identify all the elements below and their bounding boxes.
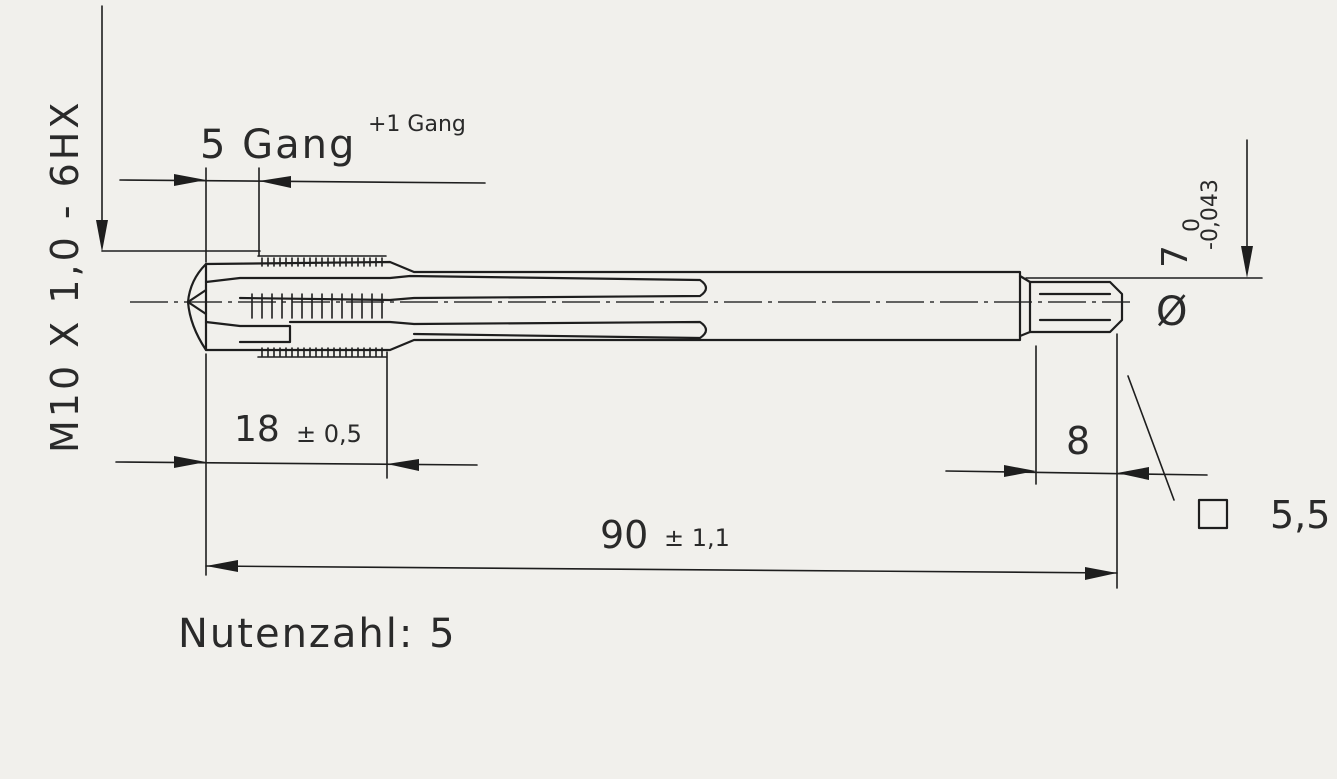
square-leader: [1127, 375, 1175, 501]
thread-designation: M10 X 1,0 - 6HX: [43, 99, 87, 453]
shank-diameter-dimension: [1025, 139, 1263, 279]
flute-count-label: Nutenzahl: 5: [178, 611, 457, 657]
thread-teeth: [251, 255, 387, 358]
shank-tol-lower: -0,043: [1198, 179, 1223, 250]
thread-height-leader: [96, 5, 261, 252]
flutes: [204, 274, 708, 344]
chamfer-tolerance-label: +1 Gang: [368, 112, 466, 137]
shank-diameter-label: 7: [1155, 245, 1196, 268]
thread-length-tolerance: ± 0,5: [296, 420, 362, 448]
total-length-tolerance: ± 1,1: [664, 524, 730, 552]
square-size-label: 5,5: [1270, 493, 1331, 537]
square-length-label: 8: [1066, 419, 1091, 463]
square-length-dimension: [945, 333, 1208, 589]
chamfer-dimension: [119, 167, 486, 263]
diameter-symbol-icon: Ø: [1156, 289, 1188, 335]
square-symbol-icon: [1197, 498, 1229, 530]
chamfer-length-label: 5 Gang: [200, 122, 357, 168]
thread-length-label: 18: [234, 409, 280, 450]
thread-length-dimension: [115, 351, 478, 576]
total-length-dimension: [205, 560, 1118, 580]
total-length-label: 90: [600, 513, 649, 557]
